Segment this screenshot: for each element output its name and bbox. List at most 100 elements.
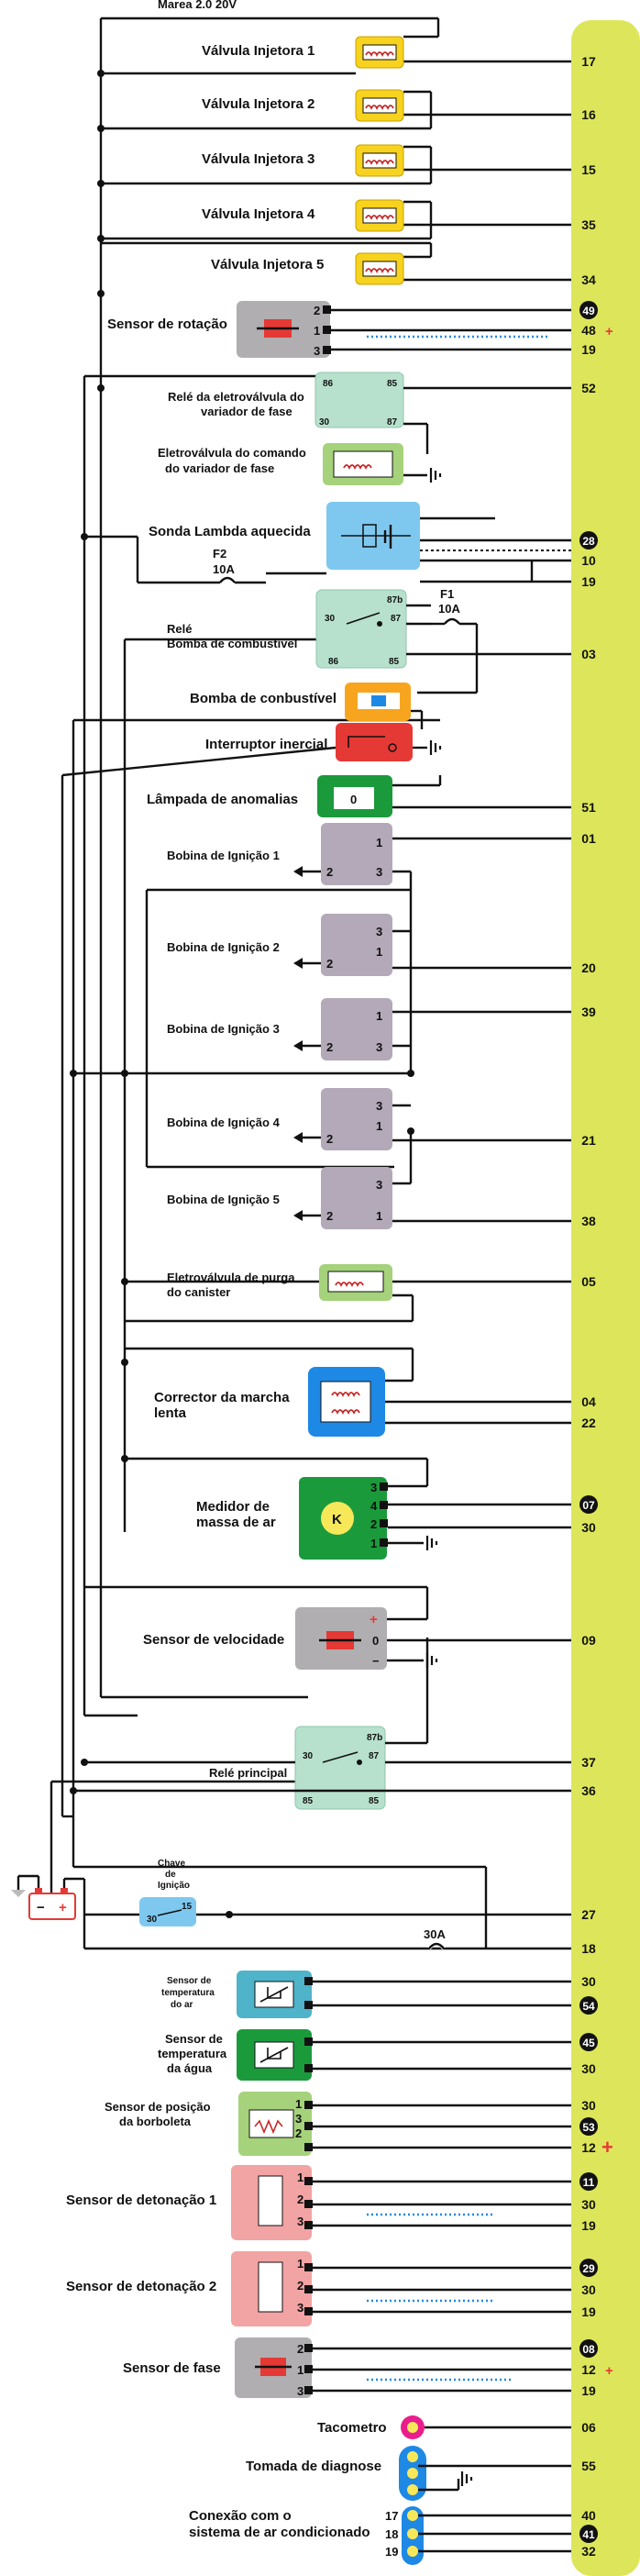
ecu-pin-30: 30 xyxy=(581,1520,596,1535)
knock-sensor-1: 123 Sensor de detonação 1 xyxy=(66,2165,571,2240)
ignition-coil-4-label: Bobina de Ignição 4 xyxy=(167,1116,281,1129)
ecu-pin-10: 10 xyxy=(581,553,596,568)
injector-2: Válvula Injetora 2 xyxy=(101,89,571,130)
ecu-pin-01: 01 xyxy=(581,831,596,846)
ecu-pin-marker xyxy=(579,2117,598,2136)
svg-text:87b: 87b xyxy=(367,1733,382,1743)
svg-text:+: + xyxy=(605,2363,613,2379)
svg-text:19: 19 xyxy=(385,2545,398,2559)
svg-text:3: 3 xyxy=(376,865,382,879)
svg-text:85: 85 xyxy=(369,1796,380,1806)
ecu-pin-17: 17 xyxy=(581,54,596,69)
ecu-pin-marker xyxy=(579,2259,598,2277)
ecu-connector-bar xyxy=(571,20,640,2576)
ecu-pin-19: 19 xyxy=(581,2383,596,2398)
svg-text:4: 4 xyxy=(370,1499,378,1513)
svg-text:Chave: Chave xyxy=(158,1859,185,1869)
ecu-pin-07: 07 xyxy=(582,1499,595,1512)
svg-text:Sensor de: Sensor de xyxy=(165,2032,223,2046)
svg-text:0: 0 xyxy=(372,1634,379,1648)
svg-text:+: + xyxy=(605,324,613,339)
ignition-coil-3-label: Bobina de Ignição 3 xyxy=(167,1022,280,1036)
svg-text:85: 85 xyxy=(389,657,400,667)
injector-5-label: Válvula Injetora 5 xyxy=(211,257,324,272)
fuel-pump: Bomba de conbustível xyxy=(190,683,424,729)
ecu-pin-19: 19 xyxy=(581,342,596,357)
svg-text:+: + xyxy=(601,2136,613,2159)
idle-corrector-label-2: lenta xyxy=(154,1405,187,1421)
svg-text:3: 3 xyxy=(297,2215,303,2228)
idle-corrector-label-1: Corrector da marcha xyxy=(154,1390,290,1405)
svg-text:87: 87 xyxy=(391,614,402,624)
ecu-pin-marker xyxy=(579,1996,598,2015)
fuel-pump-relay-label-2: Bomba de combustível xyxy=(167,637,297,650)
ecu-pin-marker xyxy=(579,2339,598,2358)
svg-text:2: 2 xyxy=(326,1132,333,1146)
ecu-pin-20: 20 xyxy=(581,960,596,975)
svg-text:−: − xyxy=(37,1900,45,1915)
inertial-switch: Interruptor inercial xyxy=(61,723,442,777)
variator-valve-label-1: Eletroválvula do comando xyxy=(158,446,306,460)
ignition-coil-5-label: Bobina de Ignição 5 xyxy=(167,1193,280,1206)
svg-text:F1: F1 xyxy=(440,587,454,601)
ecu-pin-12: 12 xyxy=(581,2140,596,2155)
svg-text:da borboleta: da borboleta xyxy=(119,2115,192,2128)
svg-text:3: 3 xyxy=(376,1099,382,1113)
svg-text:Conexão com o: Conexão com o xyxy=(189,2508,292,2524)
injector-1-label: Válvula Injetora 1 xyxy=(202,43,314,59)
svg-text:87: 87 xyxy=(387,417,398,427)
svg-text:1: 1 xyxy=(297,2171,303,2184)
svg-text:10A: 10A xyxy=(438,602,460,616)
ecu-pin-45: 45 xyxy=(582,2037,595,2049)
malfunction-lamp-label: Lâmpada de anomalias xyxy=(147,792,298,807)
ecu-pin-54: 54 xyxy=(582,2000,595,2013)
svg-text:1: 1 xyxy=(376,836,382,849)
ecu-pin-marker xyxy=(579,2525,598,2543)
variator-relay-label-2: variador de fase xyxy=(201,405,292,418)
canister-purge-label-2: do canister xyxy=(167,1285,230,1299)
ecu-pin-55: 55 xyxy=(581,2459,596,2473)
svg-text:30: 30 xyxy=(303,1751,314,1761)
ecu-pin-30: 30 xyxy=(581,2197,596,2212)
malfunction-lamp: 0 Lâmpada de anomalias xyxy=(147,775,571,817)
svg-text:30: 30 xyxy=(319,417,330,427)
svg-text:86: 86 xyxy=(323,379,334,389)
svg-text:10A: 10A xyxy=(213,562,235,576)
ecu-pin-19: 19 xyxy=(581,2218,596,2233)
ecu-pin-28: 28 xyxy=(582,535,595,548)
svg-text:3: 3 xyxy=(314,344,320,358)
svg-text:F2: F2 xyxy=(213,547,226,561)
svg-text:2: 2 xyxy=(297,2193,303,2206)
ecu-pin-marker xyxy=(579,2033,598,2051)
ecu-pin-36: 36 xyxy=(581,1783,596,1798)
ecu-pin-52: 52 xyxy=(581,381,596,395)
svg-text:1: 1 xyxy=(376,1209,382,1223)
svg-text:1: 1 xyxy=(314,324,320,338)
ecu-pin-30: 30 xyxy=(581,2098,596,2113)
svg-text:2: 2 xyxy=(295,2126,302,2140)
svg-text:2: 2 xyxy=(370,1517,377,1531)
svg-text:18: 18 xyxy=(385,2527,398,2541)
svg-text:2: 2 xyxy=(326,957,333,971)
svg-text:2: 2 xyxy=(326,1040,333,1054)
ecu-pin-labels: 1716153534494819522810190351012039213805… xyxy=(579,54,598,2559)
svg-text:−: − xyxy=(372,1654,380,1668)
svg-text:+: + xyxy=(370,1612,378,1627)
ecu-pin-30: 30 xyxy=(581,1974,596,1989)
svg-text:Ignição: Ignição xyxy=(158,1881,190,1891)
svg-text:2: 2 xyxy=(326,865,333,879)
svg-text:87: 87 xyxy=(369,1751,380,1761)
svg-text:Tacometro: Tacometro xyxy=(317,2420,387,2436)
fuel-pump-label: Bomba de conbustível xyxy=(190,691,337,706)
injector-4-label: Válvula Injetora 4 xyxy=(202,206,315,222)
ecu-pin-30: 30 xyxy=(581,2061,596,2076)
ecu-pin-09: 09 xyxy=(581,1633,596,1648)
ecu-pin-12: 12 xyxy=(581,2362,596,2377)
phase-sensor: 213 Sensor de fase xyxy=(123,2337,571,2398)
